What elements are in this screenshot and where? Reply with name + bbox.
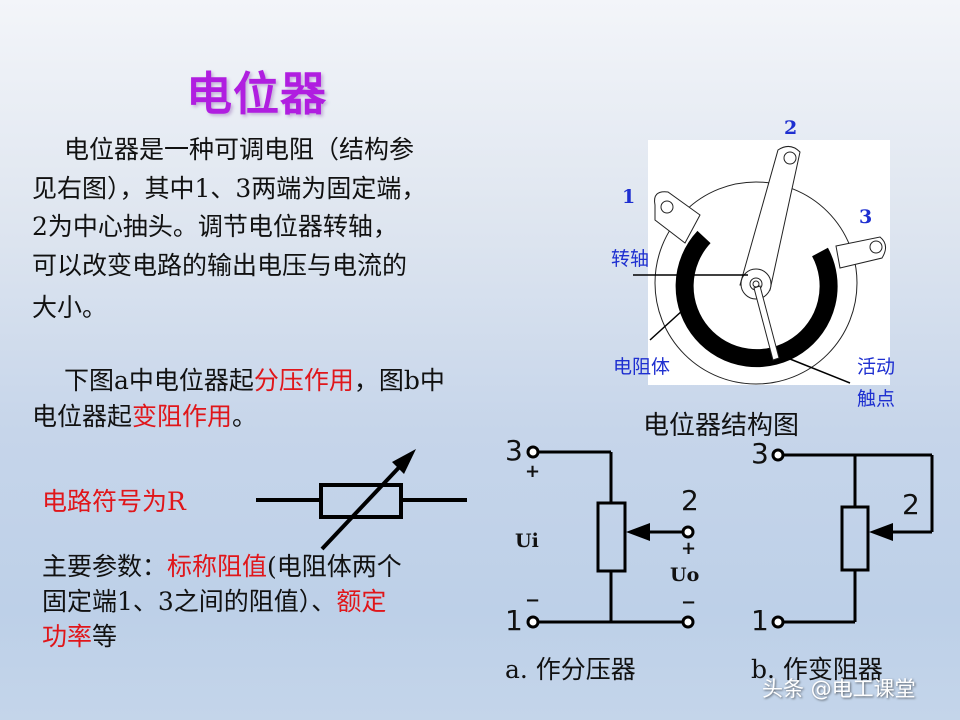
terminal-2-lever [739, 146, 801, 291]
rheostat-highlight: 变阻作用 [132, 402, 233, 431]
terminal-3-lug [835, 236, 886, 269]
circuit-a-terminal-1: 1 [505, 604, 523, 637]
intro-line-5: 大小。 [32, 293, 108, 322]
voltage-divider-highlight: 分压作用 [253, 366, 354, 395]
potentiometer-structure-diagram [633, 140, 890, 385]
params-paragraph: 主要参数：标称阻值(电阻体两个 固定端1、3之间的阻值）、额定 功率等 [42, 549, 512, 654]
intro-line-2: 见右图），其中1、3两端为固定端， [32, 173, 427, 203]
symbol-label: 电路符号为R [42, 487, 186, 516]
watermark: 头条 @电工课堂 [762, 677, 916, 701]
roles-text-4: 。 [232, 402, 258, 431]
resistor-body-label: 电阻体 [613, 356, 671, 378]
roles-text-3: 电位器起 [32, 402, 133, 431]
params-middle-2: 固定端1、3之间的阻值）、 [42, 587, 337, 616]
circuit-a-input-minus: − [525, 590, 541, 611]
roles-text-1: 下图a中电位器起 [64, 366, 254, 395]
circuit-a-input-plus: + [525, 461, 541, 482]
params-prefix: 主要参数： [42, 552, 168, 581]
circuit-b-terminal-2: 2 [902, 488, 920, 521]
intro-line-4: 可以改变电路的输出电压与电流的 [32, 250, 408, 280]
intro-line-3: 2为中心抽头。调节电位器转轴， [32, 212, 398, 241]
rated-power-highlight-a: 额定 [336, 587, 387, 616]
nominal-resistance-highlight: 标称阻值 [167, 552, 268, 581]
params-middle-1: (电阻体两个 [267, 552, 402, 581]
circuit-a-voltage-divider [526, 445, 695, 629]
circuit-a-terminal-3: 3 [505, 434, 523, 467]
wiper-label-line1: 活动 [857, 356, 896, 378]
circuit-a-input-label: Ui [515, 530, 539, 552]
rated-power-highlight-b: 功率 [42, 622, 93, 651]
terminal-1-lug [654, 191, 701, 244]
circuit-a-output-plus: + [681, 538, 697, 559]
circuit-a-terminal-2: 2 [681, 484, 699, 517]
circuit-b-rheostat [771, 448, 934, 629]
shaft-label: 转轴 [611, 248, 650, 270]
slide-title: 电位器 [186, 67, 327, 121]
structure-diagram-caption: 电位器结构图 [643, 411, 800, 441]
roles-text-2: ，图b中 [353, 366, 445, 395]
wiper-label-line2: 触点 [857, 388, 896, 410]
intro-paragraph: 电位器是一种可调电阻（结构参 见右图），其中1、3两端为固定端， 2为中心抽头。… [32, 131, 532, 328]
circuit-a-output-minus: − [681, 592, 697, 613]
circuit-a-output-label: Uo [670, 564, 700, 586]
roles-paragraph: 下图a中电位器起分压作用，图b中 电位器起变阻作用。 [32, 363, 552, 435]
structure-terminal-3-label: 3 [859, 206, 873, 228]
structure-terminal-2-label: 2 [784, 117, 798, 139]
variable-resistor-symbol [256, 449, 467, 551]
structure-terminal-1-label: 1 [622, 186, 636, 208]
params-suffix: 等 [92, 622, 118, 651]
circuit-b-terminal-1: 1 [751, 604, 769, 637]
circuit-b-terminal-3: 3 [751, 437, 769, 470]
intro-line-1: 电位器是一种可调电阻（结构参 [64, 135, 415, 164]
circuit-a-caption: a. 作分压器 [505, 655, 636, 684]
circuit-b-caption: b. 作变阻器 [751, 655, 883, 684]
